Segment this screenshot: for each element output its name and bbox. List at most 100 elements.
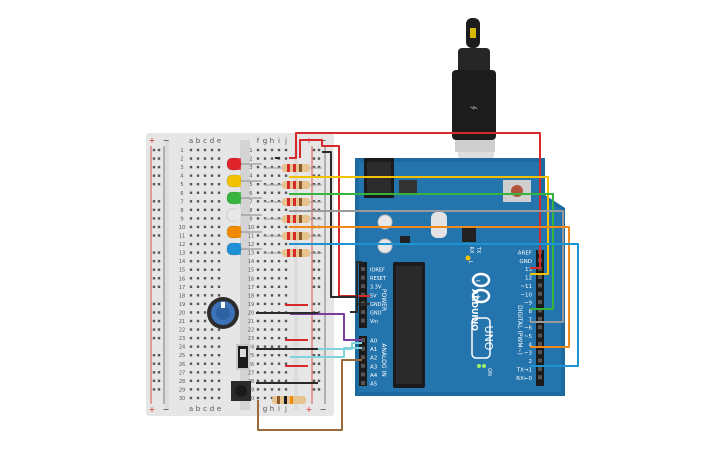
- rail-hole: [317, 336, 321, 340]
- breadboard-hole: [277, 259, 281, 263]
- rail-hole: [317, 388, 321, 391]
- breadboard-hole: [284, 208, 288, 212]
- breadboard-hole: [210, 336, 214, 340]
- breadboard-hole: [196, 371, 200, 374]
- row-label: 3: [180, 165, 183, 171]
- push-button: [231, 381, 251, 401]
- breadboard-hole: [203, 362, 207, 365]
- row-label: 2: [180, 157, 183, 163]
- analog-pin-label: A5: [370, 382, 378, 388]
- breadboard-hole: [210, 328, 214, 331]
- breadboard-hole: [263, 208, 267, 212]
- pulldown-resistor: [272, 396, 306, 404]
- breadboard-hole: [284, 371, 288, 374]
- column-label: e: [217, 137, 221, 145]
- rail-hole: [152, 268, 156, 271]
- rail-hole: [152, 225, 156, 229]
- rail-hole: [152, 379, 156, 383]
- rail-hole: [317, 200, 321, 203]
- rail-hole: [312, 362, 316, 365]
- row-label: 19: [248, 302, 254, 308]
- column-label: c: [203, 405, 207, 413]
- row-label: 22: [248, 328, 254, 334]
- breadboard-hole: [217, 371, 221, 374]
- rail-hole: [152, 174, 156, 177]
- breadboard-hole: [284, 388, 288, 391]
- breadboard-hole: [217, 234, 221, 237]
- digital-pin-label: ~3: [524, 351, 533, 357]
- breadboard-hole: [284, 277, 288, 280]
- digital-header-title: DIGITAL (PWM~): [516, 305, 523, 355]
- svg-text:−: −: [475, 277, 481, 285]
- breadboard-hole: [263, 354, 267, 357]
- breadboard-hole: [196, 268, 200, 271]
- breadboard-hole: [189, 165, 193, 169]
- breadboard-hole: [270, 277, 274, 280]
- column-label: i: [278, 137, 280, 145]
- breadboard-hole: [263, 345, 267, 348]
- breadboard-hole: [196, 319, 200, 323]
- row-label: 16: [179, 276, 185, 282]
- breadboard-hole: [217, 225, 221, 229]
- breadboard-hole: [196, 311, 200, 314]
- rail-hole: [312, 165, 316, 169]
- breadboard-hole: [203, 328, 207, 331]
- column-label: h: [270, 137, 274, 145]
- rail-hole: [317, 259, 321, 263]
- breadboard-hole: [277, 183, 281, 186]
- column-label: d: [210, 137, 214, 145]
- breadboard-hole: [256, 234, 260, 237]
- breadboard-hole: [284, 302, 288, 306]
- breadboard-hole: [217, 285, 221, 288]
- column-label: b: [196, 405, 201, 413]
- breadboard-hole: [277, 277, 281, 280]
- breadboard-hole: [189, 183, 193, 186]
- rail-hole: [157, 302, 161, 306]
- power-header-title: POWER: [380, 289, 387, 311]
- breadboard-hole: [196, 328, 200, 331]
- resistors: [264, 164, 322, 257]
- wire-brown-a3: [257, 359, 362, 431]
- rail-hole: [312, 328, 316, 331]
- breadboard-hole: [203, 268, 207, 271]
- breadboard-hole: [217, 148, 221, 152]
- breadboard-hole: [189, 157, 193, 160]
- row-label: 8: [249, 208, 252, 214]
- wire-yellow-pin12: [289, 176, 549, 275]
- breadboard-hole: [263, 379, 267, 383]
- column-label: e: [217, 405, 221, 413]
- breadboard-hole: [203, 396, 207, 400]
- breadboard-hole: [256, 259, 260, 263]
- rail-hole: [157, 259, 161, 263]
- breadboard-hole: [256, 174, 260, 177]
- breadboard-hole: [263, 328, 267, 331]
- analog-header-title: ANALOG IN: [380, 343, 387, 376]
- breadboard-hole: [217, 217, 221, 220]
- breadboard-hole: [256, 251, 260, 254]
- rail-hole: [157, 234, 161, 237]
- row-label: 7: [249, 199, 252, 205]
- breadboard-holes: [152, 148, 321, 400]
- breadboard-hole: [217, 277, 221, 280]
- rail-hole: [157, 268, 161, 271]
- rail-hole: [317, 302, 321, 306]
- breadboard-hole: [189, 379, 193, 383]
- breadboard-hole: [277, 345, 281, 348]
- rail-hole: [152, 234, 156, 237]
- power-pin-label: RESET: [370, 276, 387, 282]
- breadboard-hole: [277, 217, 281, 220]
- digital-pin-label: AREF: [518, 251, 532, 257]
- column-label: d: [210, 405, 214, 413]
- breadboard-hole: [196, 217, 200, 220]
- breadboard-hole: [189, 234, 193, 237]
- breadboard-hole: [277, 242, 281, 246]
- rail-hole: [157, 277, 161, 280]
- leds: [226, 157, 262, 256]
- breadboard-hole: [284, 336, 288, 340]
- breadboard-hole: [256, 277, 260, 280]
- breadboard-hole: [284, 328, 288, 331]
- breadboard-hole: [256, 157, 260, 160]
- breadboard-hole: [263, 191, 267, 194]
- breadboard-hole: [210, 183, 214, 186]
- breadboard-hole: [196, 294, 200, 297]
